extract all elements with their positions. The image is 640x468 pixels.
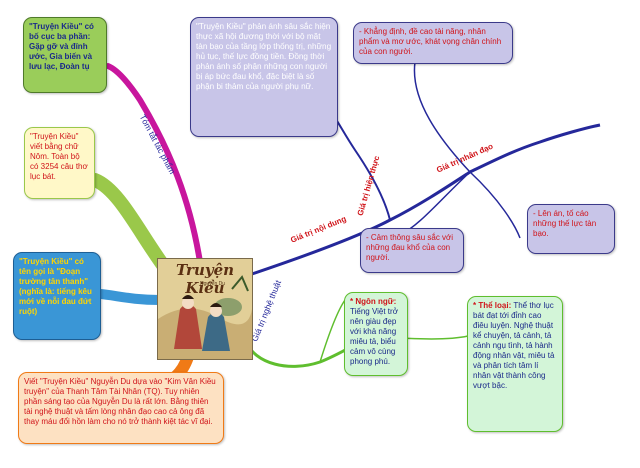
humanist3-link [399,171,471,236]
humanist1-link [413,61,471,173]
center-title: Truyện Kiều [175,261,235,297]
humanist-node-2: - Lên án, tố cáo những thế lực tàn bạo. [527,204,615,254]
language-label: * Ngôn ngữ: [350,297,397,306]
name-branch [95,289,165,305]
origin-node: Viết "Truyện Kiều" Nguyễn Du dựa vào "Ki… [18,372,224,444]
genre-label: * Thể loại: [473,301,512,310]
language-link [319,299,346,363]
humanist-node-1: - Khẳng định, đề cao tài năng, nhân phẩm… [353,22,513,64]
center-subtitle: Nguyễn Du [200,281,226,287]
language-text: Tiếng Việt trở nên giàu đẹp với khả năng… [350,307,398,366]
center-painting [158,259,252,359]
realism-text: "Truyện Kiều" phản ánh sâu sắc hiện thực… [196,22,332,91]
humanist2-link [469,171,521,239]
genre-node: * Thể loại: Thể thơ lục bát đạt tới đỉnh… [467,296,563,432]
content-branch [239,123,601,280]
structure-text: "Truyện Kiều" có bố cục ba phần: Gặp gỡ … [29,22,94,71]
genre-text: Thể thơ lục bát đạt tới đỉnh cao điêu lu… [473,301,555,390]
center-illustration: Truyện Kiều Nguyễn Du [157,258,253,360]
name-text: "Truyện Kiều" có tên gọi là "Đoạn trường… [19,257,92,316]
humanist-node-3: - Cảm thông sâu sắc với những đau khổ củ… [360,228,464,273]
origin-text: Viết "Truyện Kiều" Nguyễn Du dựa vào "Ki… [24,377,216,426]
structure-node: "Truyện Kiều" có bố cục ba phần: Gặp gỡ … [23,17,107,93]
form-node: "Truyện Kiều" viết bằng chữ Nôm. Toàn bộ… [24,127,95,199]
language-node: * Ngôn ngữ: Tiếng Việt trở nên giàu đẹp … [344,292,408,376]
name-node: "Truyện Kiều" có tên gọi là "Đoạn trường… [13,252,101,340]
humanist-3-text: - Cảm thông sâu sắc với những đau khổ củ… [366,233,454,262]
form-text: "Truyện Kiều" viết bằng chữ Nôm. Toàn bộ… [30,132,88,181]
realism-node: "Truyện Kiều" phản ánh sâu sắc hiện thực… [190,17,338,137]
humanist-1-text: - Khẳng định, đề cao tài năng, nhân phẩm… [359,27,502,56]
humanist-2-text: - Lên án, tố cáo những thế lực tàn bạo. [533,209,597,238]
realism-link [334,117,391,221]
summary-branch [105,63,203,265]
